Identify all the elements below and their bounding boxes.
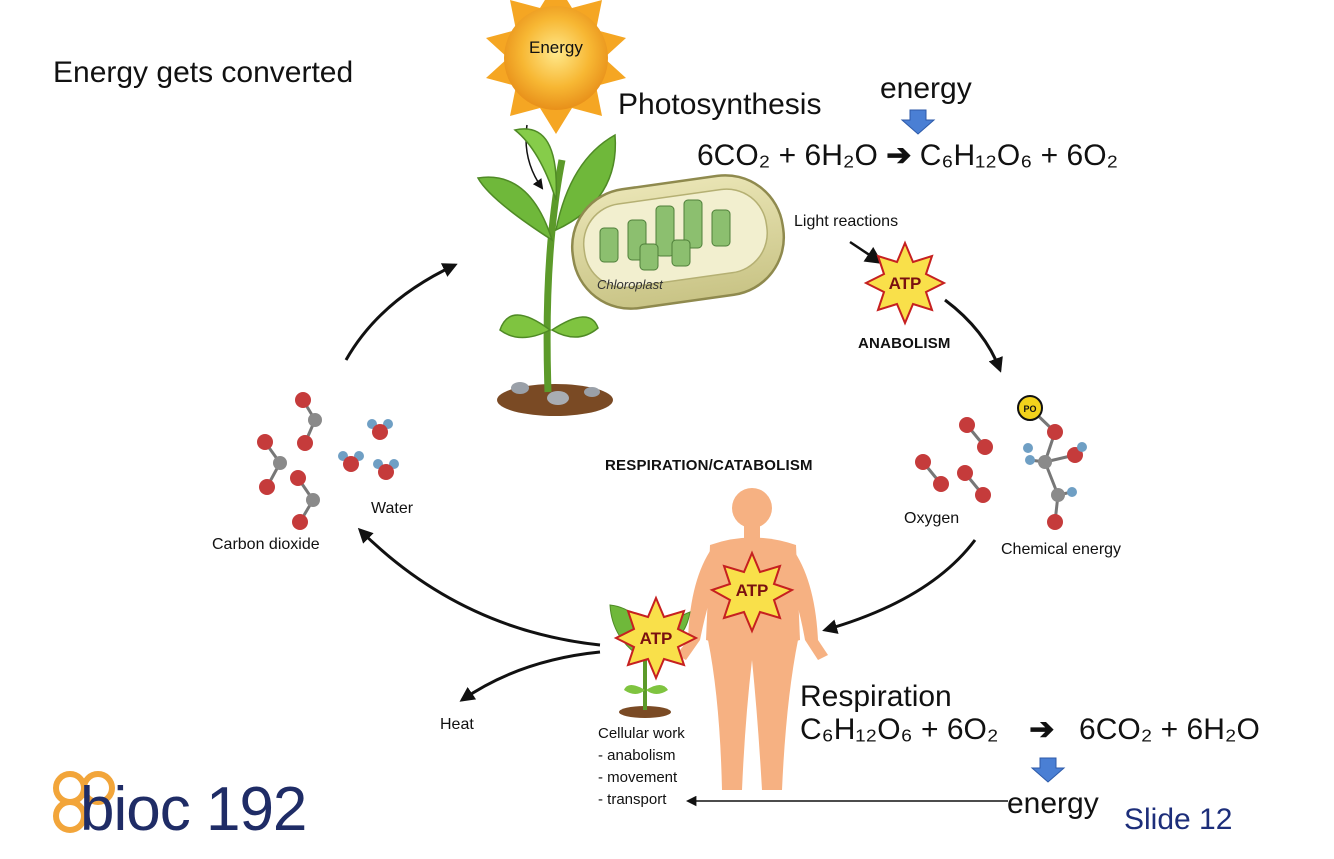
svg-text:PO: PO (1023, 404, 1036, 414)
respiration-energy-label: energy (1007, 787, 1099, 820)
cellular-work-item-movement: - movement (598, 769, 678, 786)
respiration-catabolism-label: RESPIRATION/CATABOLISM (605, 457, 813, 474)
photosynthesis-energy-down-arrow-icon (900, 109, 936, 135)
sun-label: Energy (529, 38, 583, 57)
plant-icon (476, 128, 617, 416)
cellular-work-title: Cellular work (598, 725, 685, 742)
oxygen-label: Oxygen (904, 510, 960, 527)
respiration-energy-down-arrow-icon (1030, 757, 1066, 783)
chemical-energy-molecule-icon: PO (1017, 395, 1087, 530)
chloroplast-label: Chloroplast (597, 277, 663, 292)
photosynthesis-rhs: C₆H₁₂O₆ + 6O₂ (919, 139, 1119, 172)
photosynthesis-heading: Photosynthesis (618, 88, 822, 121)
respiration-equation: C₆H₁₂O₆ + 6O₂ ➔ 6CO₂ + 6H₂O (800, 712, 1260, 747)
atp-burst-light-reactions (863, 240, 947, 326)
atp-label-2: ATP (736, 581, 769, 600)
atp-label-1: ATP (889, 274, 922, 293)
cellular-work-item-anabolism: - anabolism (598, 747, 676, 764)
carbon-dioxide-label: Carbon dioxide (212, 536, 320, 553)
photosynthesis-equation: 6CO₂ + 6H₂O ➔ C₆H₁₂O₆ + 6O₂ (697, 138, 1118, 173)
atp-burst-body (709, 550, 795, 634)
slide-number: Slide 12 (1124, 803, 1233, 836)
page-title: Energy gets converted (53, 56, 354, 89)
respiration-heading: Respiration (800, 680, 952, 713)
light-reactions-label: Light reactions (794, 213, 899, 230)
light-reactions-arrow (849, 240, 883, 264)
carbon-dioxide-molecules-icon (257, 392, 322, 530)
chemical-energy-label: Chemical energy (1001, 541, 1122, 558)
water-label: Water (371, 500, 414, 517)
respiration-lhs: C₆H₁₂O₆ + 6O₂ (800, 713, 999, 746)
heat-label: Heat (440, 716, 474, 733)
bioc-logo-mark-icon (53, 771, 115, 833)
photosynthesis-lhs: 6CO₂ + 6H₂O (697, 139, 878, 172)
chloroplast-icon (570, 174, 786, 310)
water-molecules-icon (338, 419, 399, 480)
anabolism-label: ANABOLISM (858, 335, 951, 352)
cellular-work-block: Cellular work - anabolism - movement - t… (598, 723, 685, 811)
atp-label-3: ATP (640, 629, 673, 648)
oxygen-molecules-icon (915, 417, 993, 503)
sun-icon (486, 0, 626, 134)
atp-burst-plant (613, 595, 699, 681)
respiration-arrow: ➔ (1029, 713, 1055, 746)
logo-text: bioc 192 (80, 775, 307, 844)
photosynthesis-energy-label: energy (880, 72, 972, 105)
photosynthesis-arrow: ➔ (886, 139, 912, 172)
respiration-rhs: 6CO₂ + 6H₂O (1079, 713, 1260, 746)
cycle-arrows (344, 263, 1003, 702)
cellular-work-item-transport: - transport (598, 791, 667, 808)
